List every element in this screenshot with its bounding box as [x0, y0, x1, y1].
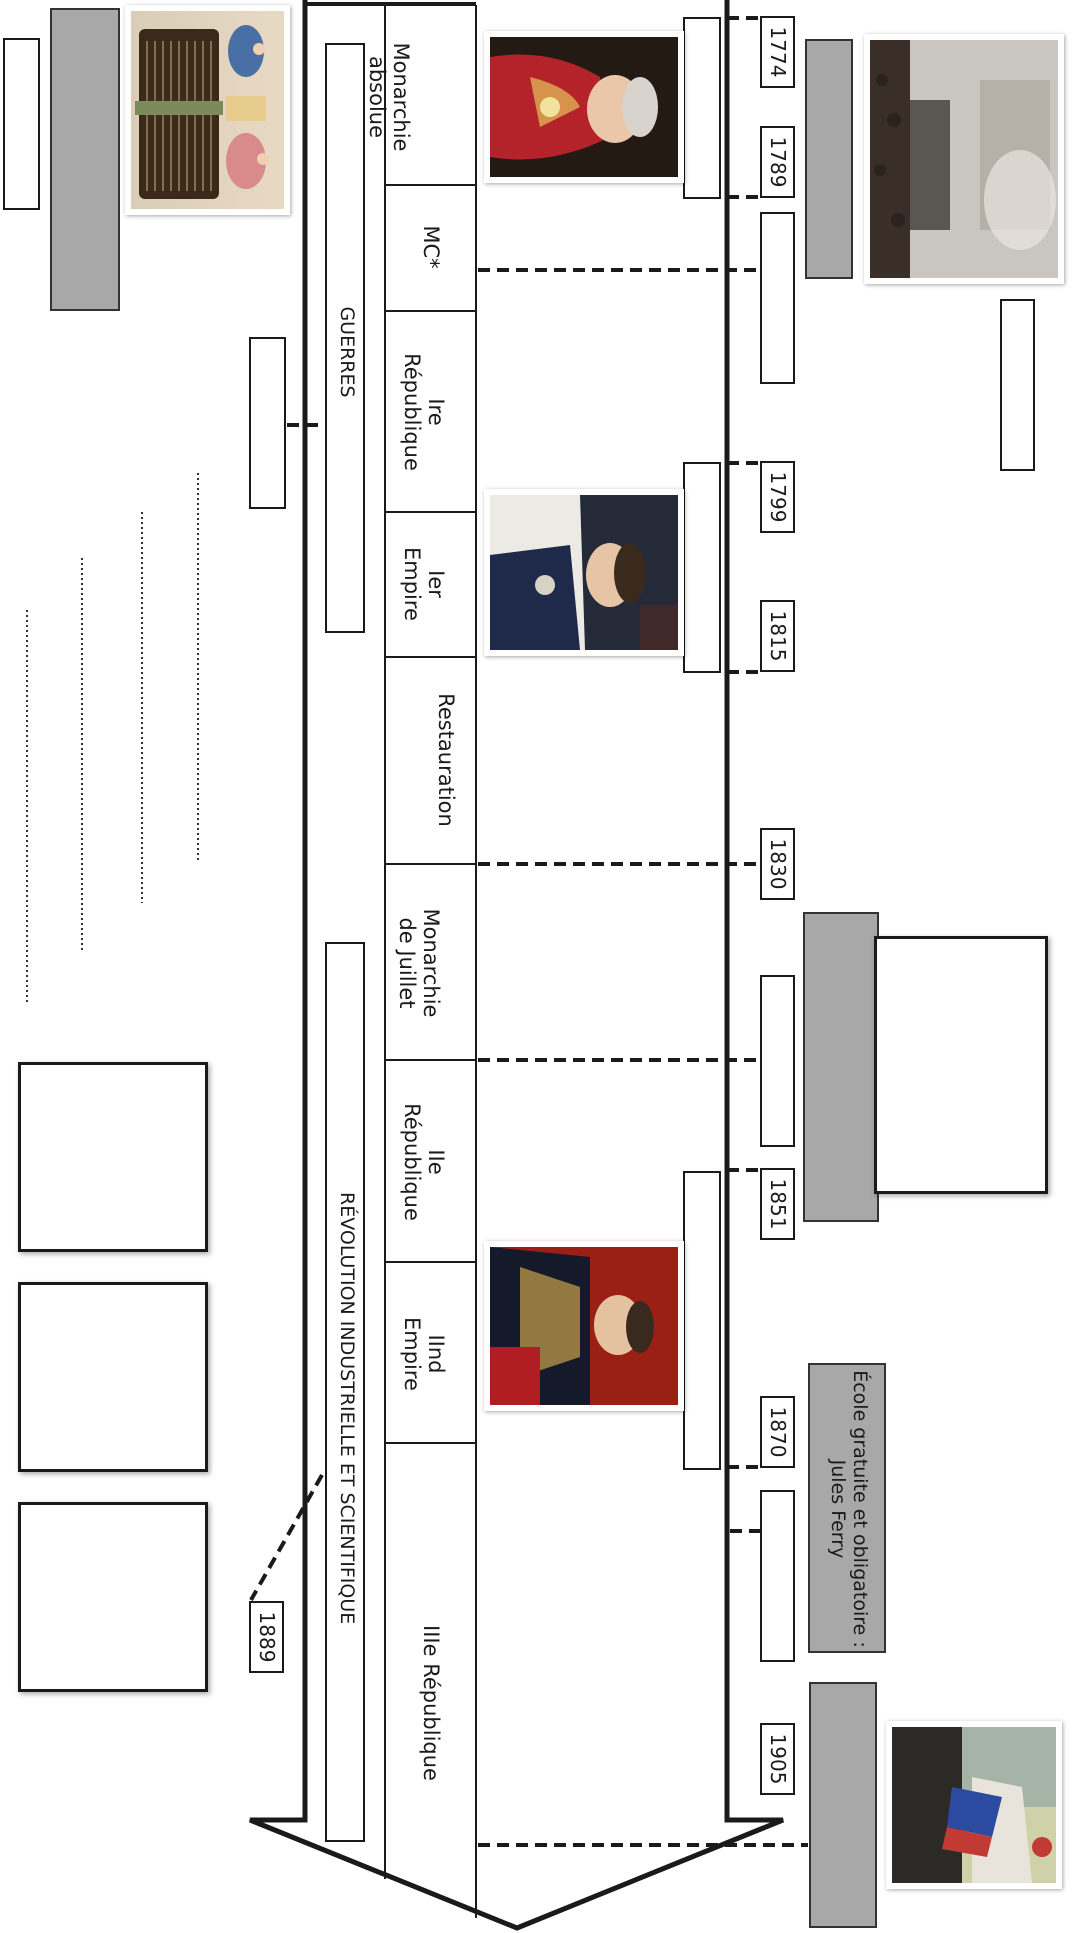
year-box-1905: 1905 [760, 1723, 795, 1795]
year-box-1774: 1774 [760, 16, 795, 88]
left-box-top[interactable] [3, 38, 40, 210]
declaration-image [125, 5, 290, 215]
left-box-ire-republique[interactable] [249, 337, 286, 509]
year-box-1799: 1799 [760, 461, 795, 533]
ruler-box-louis-xvi[interactable] [683, 17, 721, 199]
answer-box-iie-republique[interactable] [760, 975, 795, 1147]
left-frame-1[interactable] [18, 1062, 208, 1252]
answer-box-bastille[interactable] [1000, 299, 1035, 471]
year-box-1870: 1870 [760, 1396, 795, 1468]
separation-image [886, 1721, 1062, 1889]
ruler-box-napoleon-iii[interactable] [683, 1171, 721, 1470]
ruler-box-napoleon[interactable] [683, 462, 721, 673]
louis-xvi-image [484, 31, 684, 183]
napoleon-iii-image [484, 1241, 684, 1411]
left-frame-3[interactable] [18, 1502, 208, 1692]
period-restauration: Restauration [432, 685, 458, 835]
napoleon-image [484, 489, 684, 656]
industrial-label: RÉVOLUTION INDUSTRIELLE ET SCIENTIFIQUE [333, 1192, 357, 1592]
right-frame-juillet[interactable] [874, 936, 1048, 1194]
answer-box-mc[interactable] [760, 212, 795, 384]
note-box-jules-ferry: École gratuite et obligatoire : Jules Fe… [808, 1363, 886, 1653]
gray-box-juillet [803, 912, 879, 1222]
year-box-1830: 1830 [760, 828, 795, 900]
gray-box-bastille [805, 39, 853, 279]
year-box-1815: 1815 [760, 600, 795, 672]
left-gray-box [50, 8, 120, 311]
year-box-1889: 1889 [249, 1601, 284, 1673]
period-iiie-republique: IIIe République [417, 1623, 443, 1783]
gray-box-separation [809, 1682, 877, 1928]
year-box-1789: 1789 [760, 126, 795, 198]
left-frame-2[interactable] [18, 1282, 208, 1472]
bastille-image [864, 34, 1064, 284]
answer-box-iiie-republique[interactable] [760, 1490, 795, 1662]
note-text: École gratuite et obligatoire : Jules Fe… [824, 1366, 870, 1652]
year-box-1851: 1851 [760, 1168, 795, 1240]
period-mc: MC* [417, 207, 443, 287]
wars-label: GUERRES [333, 292, 357, 412]
